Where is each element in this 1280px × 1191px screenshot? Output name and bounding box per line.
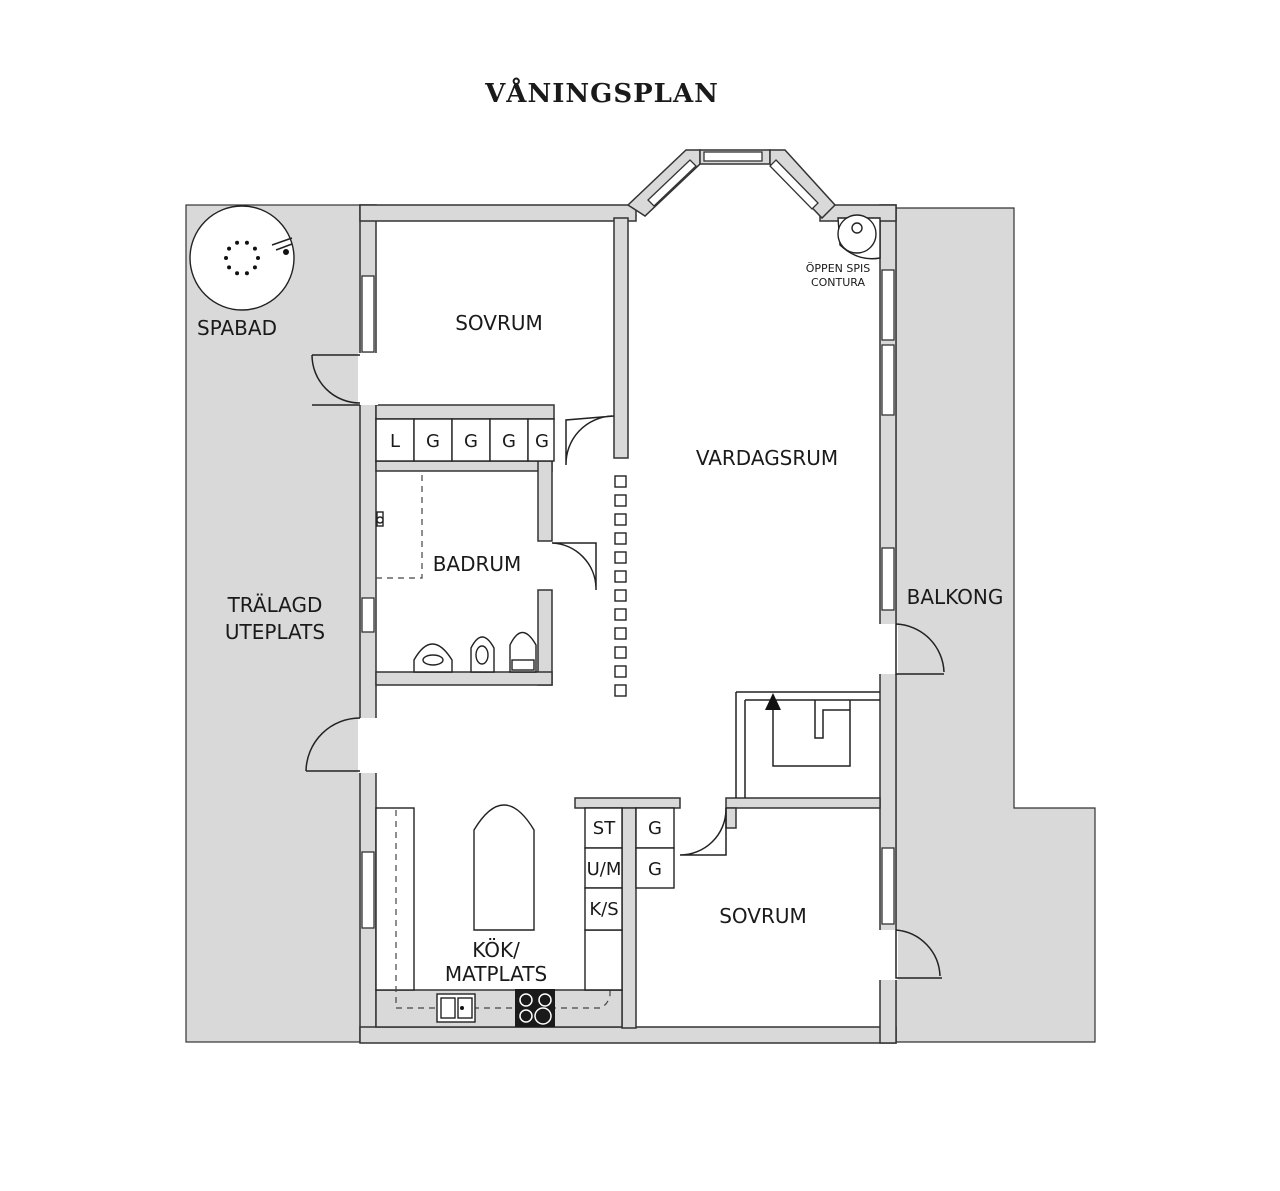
shower-icon <box>376 511 384 527</box>
spa-jet <box>256 256 260 260</box>
dining-table <box>473 804 535 931</box>
wardrobe-label: G <box>648 818 662 839</box>
spa-jet <box>227 265 232 270</box>
stair-arrow-icon <box>765 693 781 710</box>
bay-windows <box>647 151 819 210</box>
spa-jet <box>252 265 257 270</box>
wardrobe-label: G <box>535 431 549 452</box>
staircase <box>735 691 880 798</box>
spa-jet <box>227 246 232 251</box>
wardrobe-label: L <box>390 431 400 452</box>
pillar <box>614 589 627 602</box>
spa-jet <box>252 246 257 251</box>
wardrobe-label: G <box>648 859 662 880</box>
pillar <box>614 532 627 545</box>
plan-title: VÅNINGSPLAN <box>484 78 719 109</box>
bidet-icon <box>470 636 495 673</box>
pillar <box>614 475 627 488</box>
pillar <box>614 646 627 659</box>
doors <box>305 353 945 980</box>
pillar <box>614 494 627 507</box>
fireplace-icon <box>837 214 881 260</box>
pillar <box>614 684 627 697</box>
wardrobe-label: G <box>502 431 516 452</box>
room-divider-pillars <box>614 475 627 697</box>
pillar <box>614 551 627 564</box>
pillar <box>614 627 627 640</box>
fireplace-label: CONTURA <box>811 276 866 289</box>
kitchen: ST U/M K/S <box>375 804 623 1027</box>
spa-jet <box>235 240 240 245</box>
spa-jet <box>244 271 249 276</box>
wardrobe-label: G <box>464 431 478 452</box>
spa-bath-icon <box>189 205 295 311</box>
pillar <box>614 570 627 583</box>
kitchen-unit-label: K/S <box>589 899 618 920</box>
spa-jet <box>235 271 240 276</box>
windows-right <box>881 269 895 925</box>
room-label-vardagsrum: VARDAGSRUM <box>696 446 838 470</box>
wardrobes-bottom: G G <box>635 807 675 889</box>
wardrobe-label: G <box>426 431 440 452</box>
fireplace-label: ÖPPEN SPIS <box>806 262 870 275</box>
pillar <box>614 513 627 526</box>
wardrobes-top: L G G G G <box>375 418 555 462</box>
label-uteplats: UTEPLATS <box>225 620 325 644</box>
sink-icon <box>413 643 453 673</box>
spa-jet <box>244 240 249 245</box>
windows-left <box>361 275 375 929</box>
kitchen-sink-icon <box>436 993 476 1023</box>
room-label-kok: KÖK/ <box>472 938 520 962</box>
terrace-left <box>185 204 363 1043</box>
spa-jet <box>224 256 228 260</box>
room-label-sovrum-bottom: SOVRUM <box>719 904 807 928</box>
room-label-sovrum-top: SOVRUM <box>455 311 543 335</box>
kitchen-unit-label: ST <box>593 818 616 839</box>
toilet-icon <box>509 631 537 673</box>
label-spabad: SPABAD <box>197 316 277 340</box>
room-label-badrum: BADRUM <box>433 552 522 576</box>
kitchen-unit-label: U/M <box>587 859 622 880</box>
room-label-matplats: MATPLATS <box>445 962 547 986</box>
stove-icon <box>515 989 555 1027</box>
pillar <box>614 665 627 678</box>
label-balkong: BALKONG <box>907 585 1004 609</box>
label-tralagd: TRÄLAGD <box>227 593 323 617</box>
balcony-right <box>895 207 1096 1043</box>
bathroom-fixtures <box>376 471 537 673</box>
pillar <box>614 608 627 621</box>
